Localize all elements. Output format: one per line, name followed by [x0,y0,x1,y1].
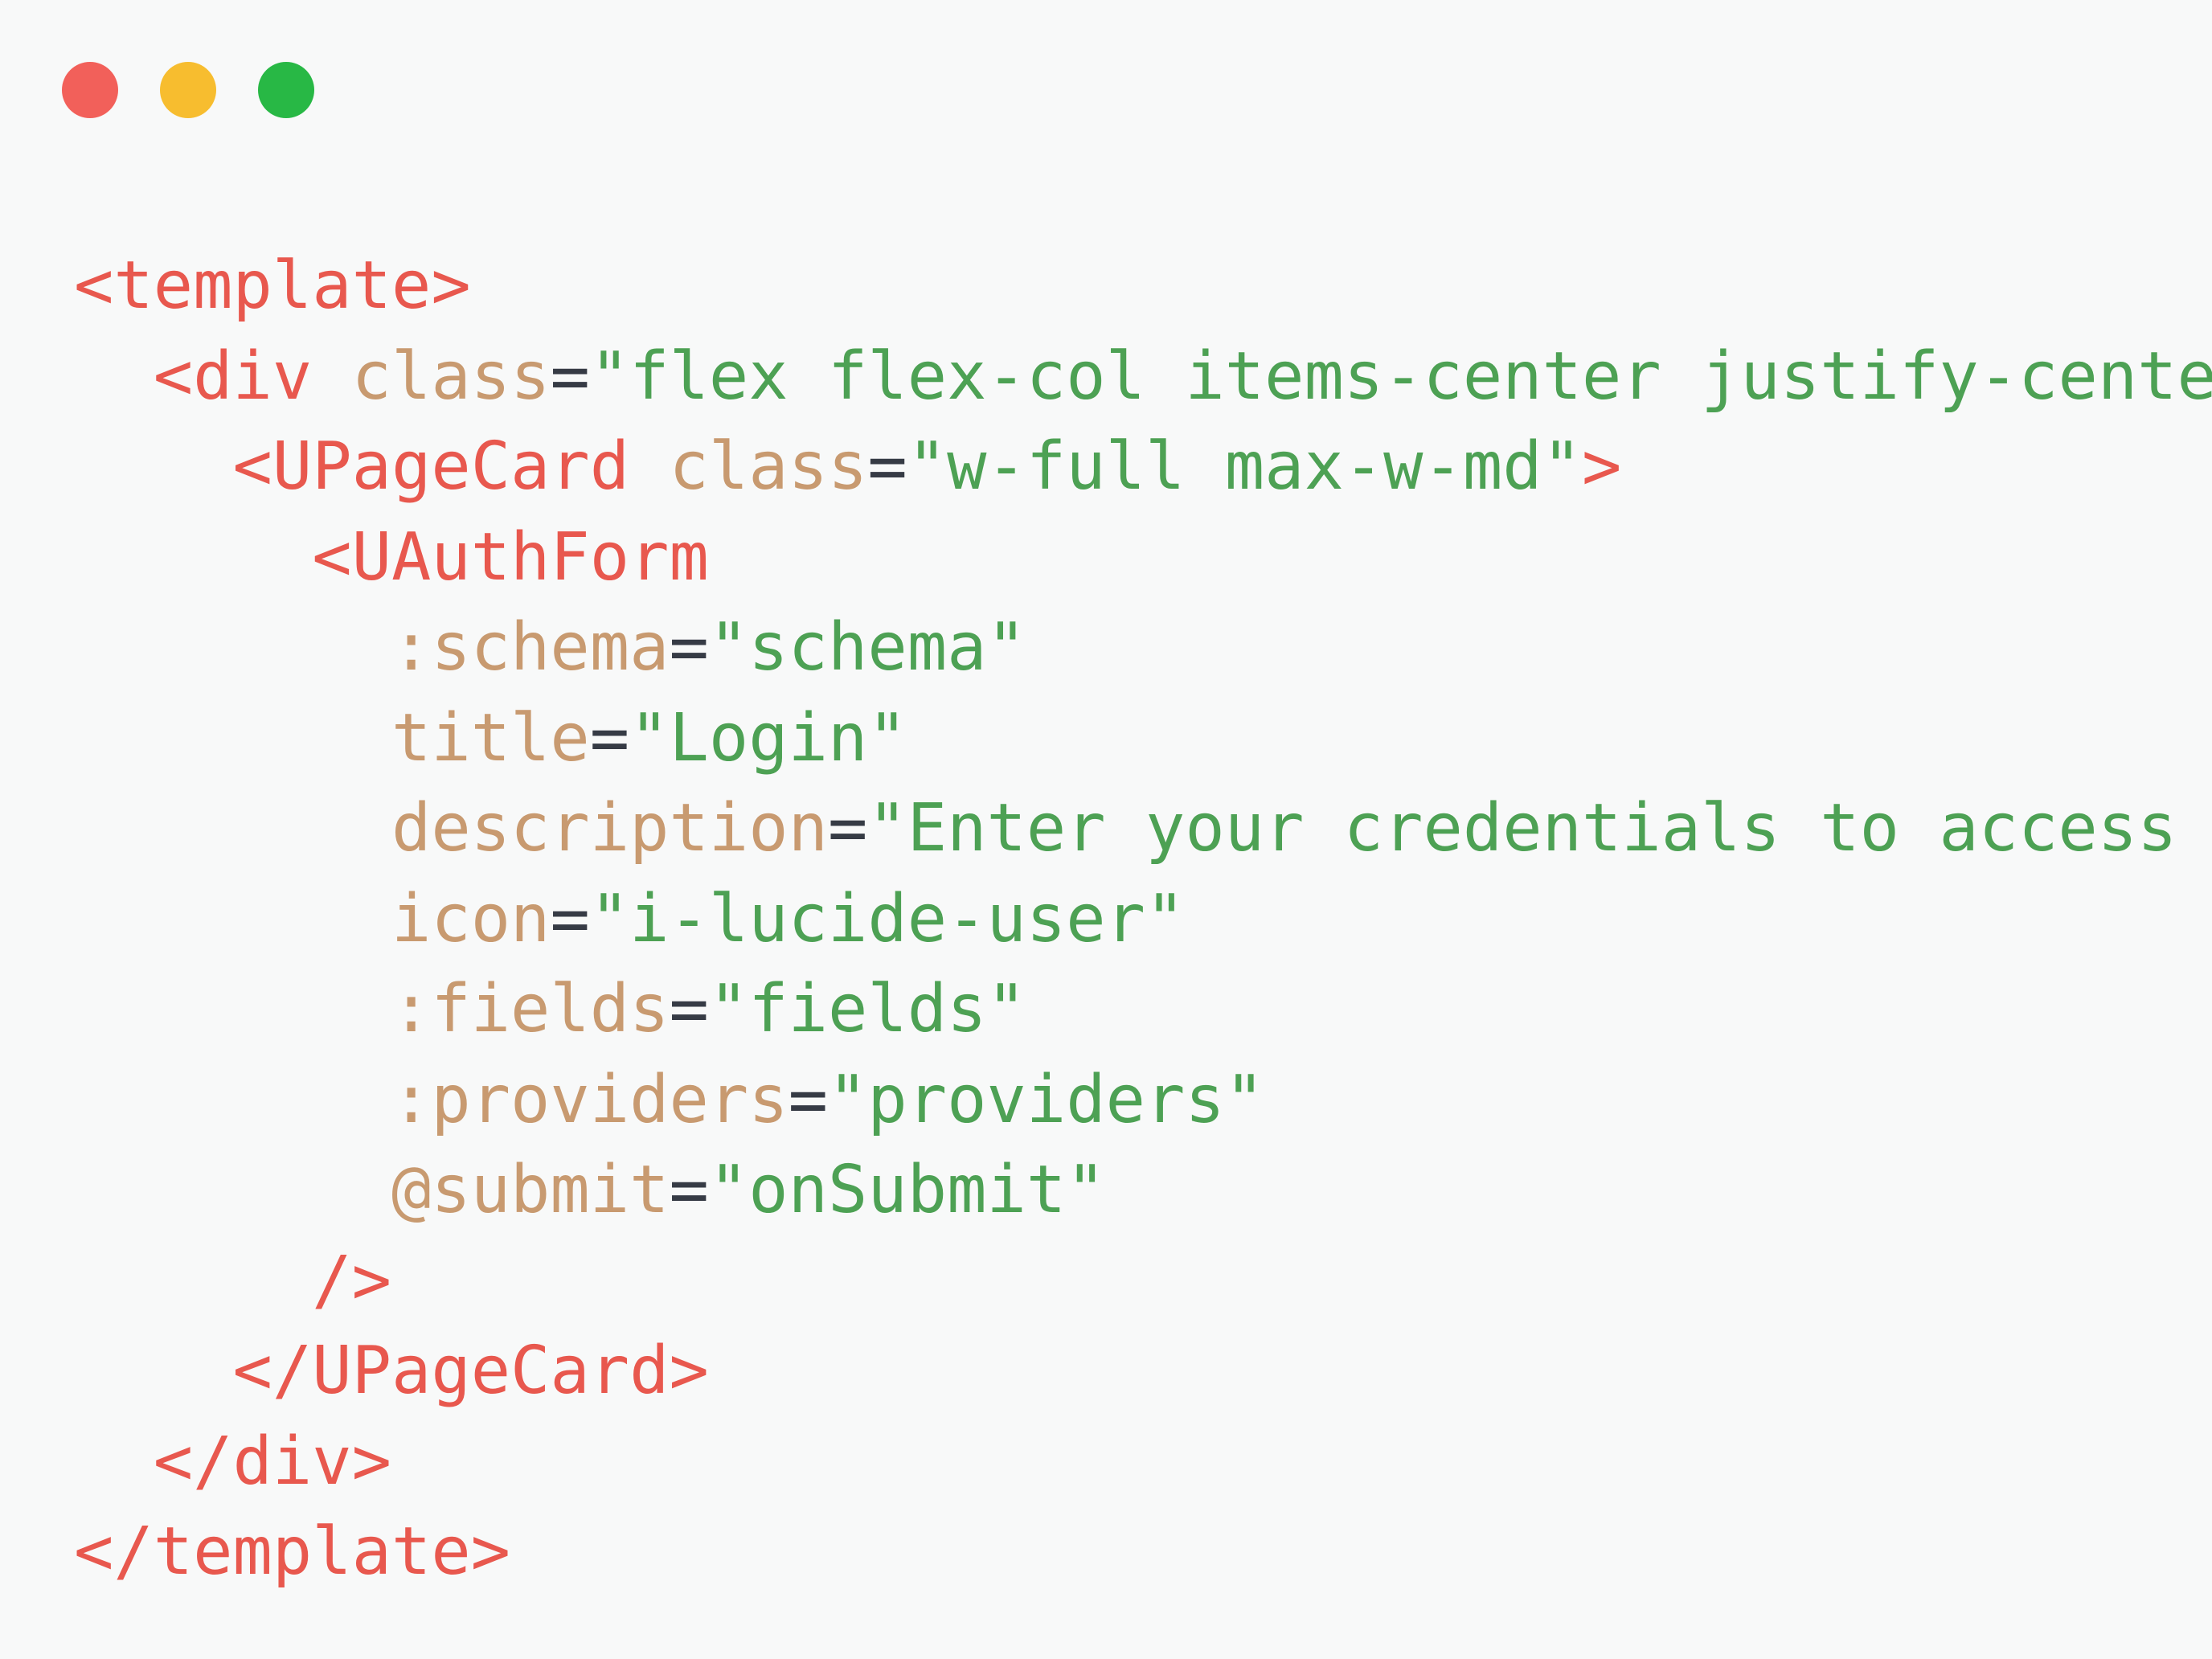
code-token-attr: :providers [391,1061,789,1138]
maximize-button[interactable] [258,62,314,118]
code-token-tag: </UPageCard> [232,1333,709,1409]
code-token-plain [74,428,232,505]
code-token-string: "i-lucide-user" [589,880,1186,957]
code-token-punct: = [550,880,590,957]
window-controls [62,62,314,118]
code-token-punct: = [788,1061,829,1138]
code-line: <UPageCard class="w-full max-w-md"> [74,422,2212,513]
code-token-punct: = [867,428,907,505]
code-token-tag: <template> [74,248,471,324]
code-token-punct: = [828,790,868,866]
code-line: <UAuthForm [74,513,2212,604]
code-token-plain [74,1152,391,1228]
code-token-string: "Login" [629,699,907,776]
code-token-plain [74,609,391,686]
code-token-plain [74,881,391,957]
code-line: title="Login" [74,694,2212,784]
code-token-plain [74,790,391,866]
code-token-plain [74,519,312,596]
code-token-punct: = [550,338,590,415]
code-token-attr: description [391,790,829,866]
code-line: <div class="flex flex-col items-center j… [74,332,2212,423]
code-token-tag: <UAuthForm [312,518,709,596]
code-line: </UPageCard> [74,1326,2212,1417]
code-block: <template> <div class="flex flex-col ite… [74,241,2212,1598]
code-line: @submit="onSubmit" [74,1145,2212,1236]
code-token-plain [74,971,391,1047]
code-token-attr: class [351,338,551,415]
code-token-plain [74,1062,391,1138]
code-token-plain [312,338,351,415]
code-line: </div> [74,1417,2212,1508]
code-token-attr: title [391,699,590,776]
minimize-button[interactable] [160,62,216,118]
code-token-string: "Enter your credentials to access [867,790,2177,866]
code-token-punct: = [669,971,709,1047]
code-token-string: "onSubmit" [708,1152,1106,1228]
code-token-string: "providers" [828,1061,1265,1138]
code-line: description="Enter your credentials to a… [74,784,2212,875]
code-token-attr: :fields [391,971,670,1047]
code-token-plain [74,1333,232,1409]
code-token-string: "schema" [708,609,1026,686]
code-line: </template> [74,1507,2212,1598]
code-token-attr: @submit [391,1152,670,1228]
code-token-attr: class [669,428,868,505]
code-token-attr: :schema [391,609,670,686]
close-button[interactable] [62,62,118,118]
code-line: <template> [74,241,2212,332]
code-token-plain [74,1243,312,1319]
code-token-punct: = [669,609,709,686]
code-line: icon="i-lucide-user" [74,875,2212,965]
code-line: /> [74,1236,2212,1327]
code-line: :schema="schema" [74,603,2212,694]
code-token-plain [74,338,154,415]
code-token-plain [629,428,669,505]
code-token-tag: > [1582,428,1622,505]
code-token-tag: <div [153,338,313,415]
code-line: :providers="providers" [74,1055,2212,1146]
code-token-tag: /> [312,1242,391,1319]
code-token-punct: = [669,1152,709,1228]
code-token-punct: = [589,699,630,776]
code-token-tag: </template> [74,1514,511,1590]
code-line: :fields="fields" [74,965,2212,1055]
code-token-tag: <UPageCard [232,428,630,505]
code-token-string: "w-full max-w-md" [907,428,1583,505]
code-token-tag: </div> [153,1423,391,1500]
code-token-plain [74,1423,154,1500]
code-token-attr: icon [391,880,551,957]
code-token-string: "fields" [708,971,1026,1047]
code-token-string: "flex flex-col items-center justify-cent… [589,338,2212,415]
code-token-plain [74,700,391,776]
